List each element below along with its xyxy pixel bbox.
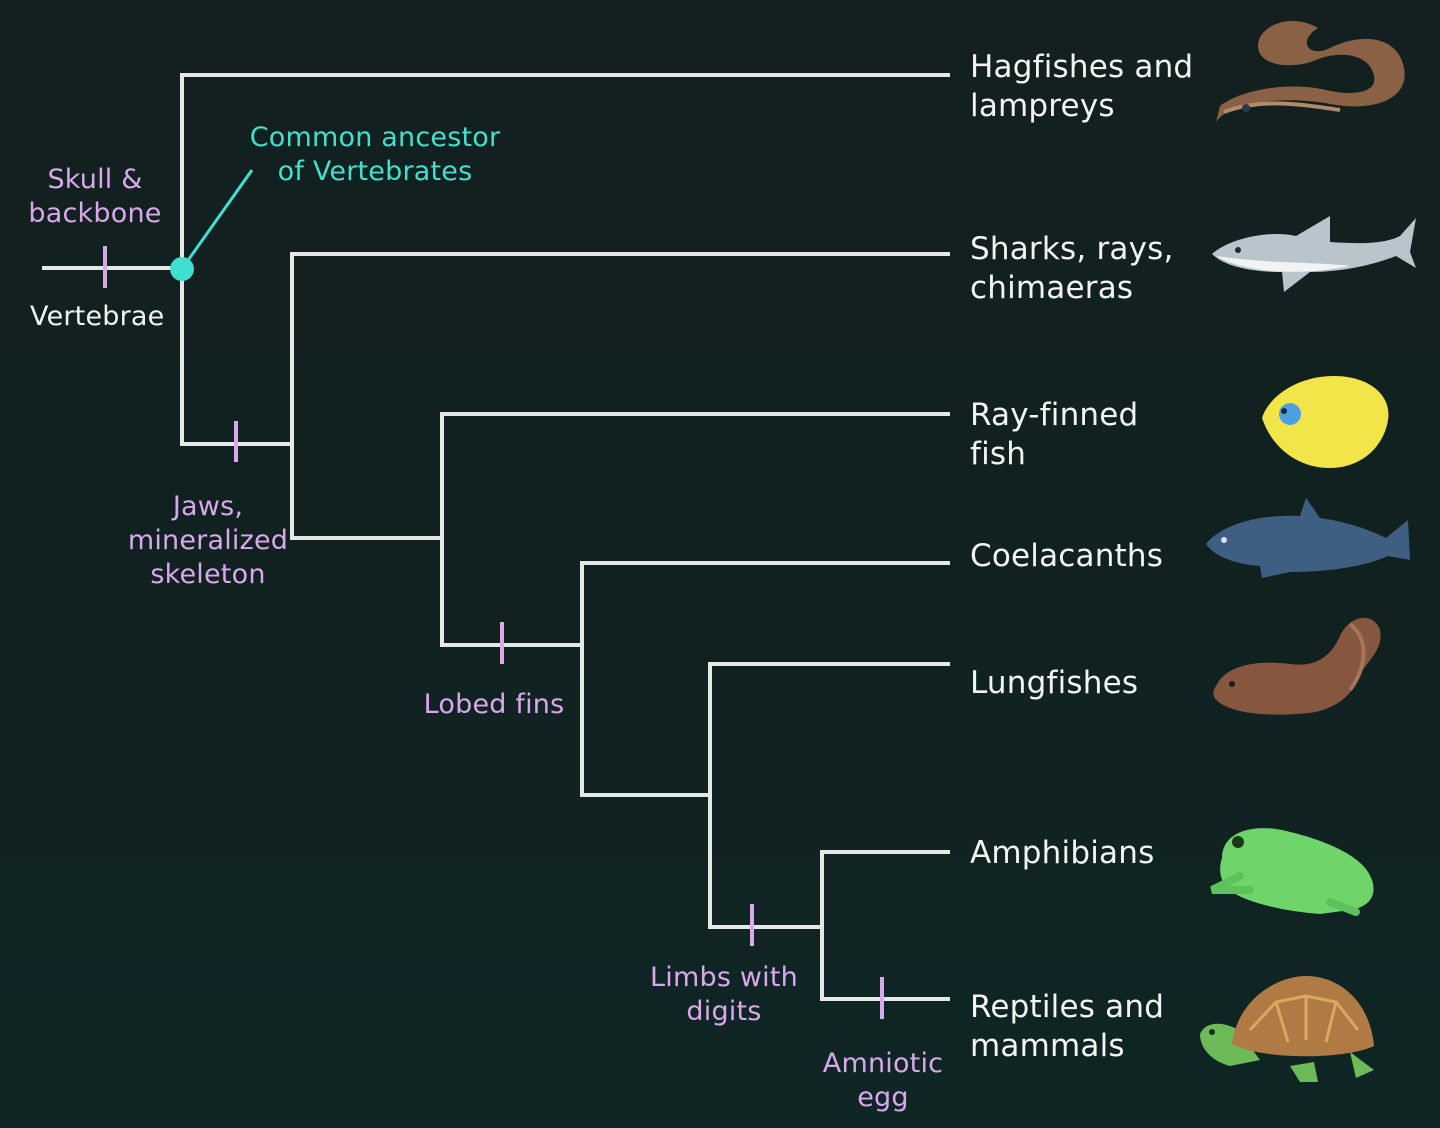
trait-amniotic-egg-label: Amniotic egg	[808, 1047, 958, 1115]
coelacanth-icon	[1206, 498, 1410, 578]
taxon-sharks-rays-chimaeras: Sharks, rays, chimaeras	[970, 230, 1174, 308]
turtle-icon	[1200, 976, 1374, 1082]
trait-lobed-fins-label: Lobed fins	[404, 688, 584, 722]
branch-amphibian	[822, 852, 948, 999]
hagfish-icon	[1216, 21, 1405, 122]
branch-lungfish	[710, 664, 948, 927]
trait-skull-backbone-label: Skull & backbone	[20, 163, 170, 231]
common-ancestor-label: Common ancestor of Vertebrates	[230, 121, 520, 189]
taxon-amphibians: Amphibians	[970, 834, 1154, 873]
ancestor-node	[170, 257, 194, 281]
ray-finned-fish-icon	[1262, 376, 1388, 468]
frog-icon	[1212, 828, 1374, 914]
taxon-coelacanths: Coelacanths	[970, 537, 1163, 576]
shark-icon	[1212, 216, 1416, 292]
branch-coelacanth	[582, 563, 948, 795]
taxon-ray-finned-fish: Ray-finned fish	[970, 396, 1138, 474]
vertebrae-label: Vertebrae	[30, 300, 190, 334]
trait-limbs-label: Limbs with digits	[634, 961, 814, 1029]
branch-shark	[292, 254, 948, 538]
taxon-reptiles-mammals: Reptiles and mammals	[970, 988, 1164, 1066]
trait-jaws-label: Jaws, mineralized skeleton	[118, 490, 298, 592]
taxon-hagfishes-lampreys: Hagfishes and lampreys	[970, 48, 1193, 126]
branch-ray-finned	[442, 414, 948, 645]
lungfish-icon	[1213, 618, 1380, 715]
taxon-lungfishes: Lungfishes	[970, 664, 1138, 703]
